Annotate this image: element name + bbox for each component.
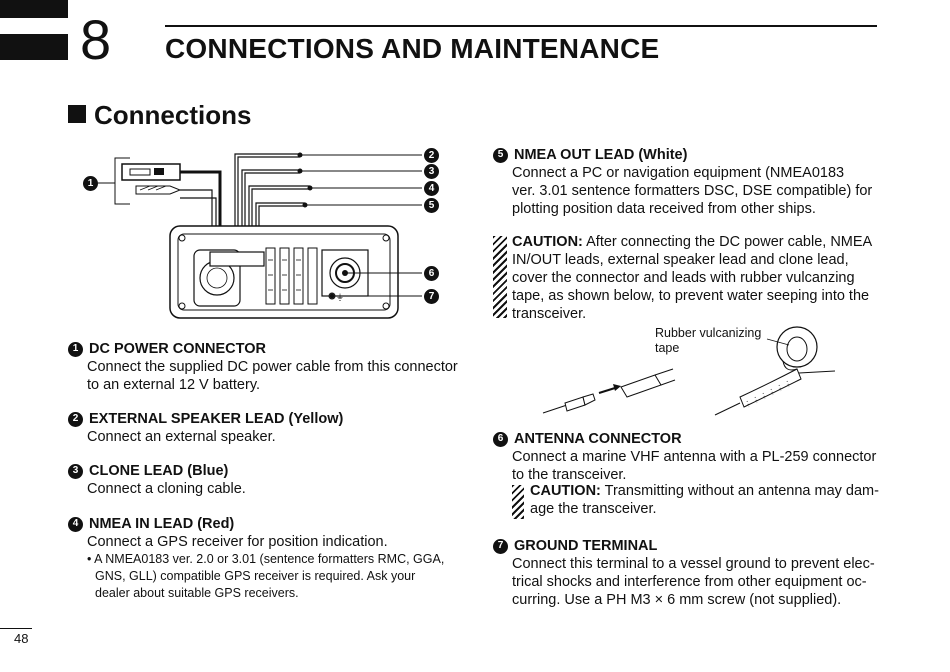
number-1-icon: 1 [68, 341, 83, 357]
chapter-tab-bar [0, 34, 68, 60]
number-5-icon: 5 [493, 147, 508, 163]
tape-illustration [542, 326, 835, 416]
chapter-title: CONNECTIONS AND MAINTENANCE [165, 33, 660, 64]
number-7-icon: 7 [493, 538, 508, 554]
number-2-icon: 2 [68, 411, 83, 427]
svg-text:⏚: ⏚ [336, 293, 344, 302]
section-title: Connections [68, 100, 251, 131]
tape-label: Rubber vulcanizing tape [655, 326, 762, 355]
caution-hatch-icon [512, 485, 524, 519]
callout-6: 6 [424, 266, 439, 281]
header-rule [165, 25, 877, 27]
number-6-icon: 6 [493, 431, 508, 447]
caution-block-1: CAUTION: After connecting the DC power c… [512, 234, 873, 322]
chapter-number: 8 [80, 8, 112, 71]
number-4-icon: 4 [68, 516, 83, 532]
callout-2: 2 [424, 148, 439, 163]
square-bullet-icon [68, 105, 86, 123]
callout-7: 7 [424, 289, 439, 304]
page-number: 48 [14, 631, 29, 646]
footer-rule [0, 628, 32, 629]
caution-block-2: CAUTION: Transmitting without an antenna… [530, 483, 879, 517]
callout-4: 4 [424, 181, 439, 196]
callout-1: 1 [83, 176, 98, 191]
chapter-tab-bar [0, 0, 68, 18]
number-3-icon: 3 [68, 463, 83, 479]
caution-hatch-icon [493, 236, 507, 318]
callout-5: 5 [424, 198, 439, 213]
callout-3: 3 [424, 164, 439, 179]
transceiver-rear-diagram: ⏚ [98, 152, 422, 319]
